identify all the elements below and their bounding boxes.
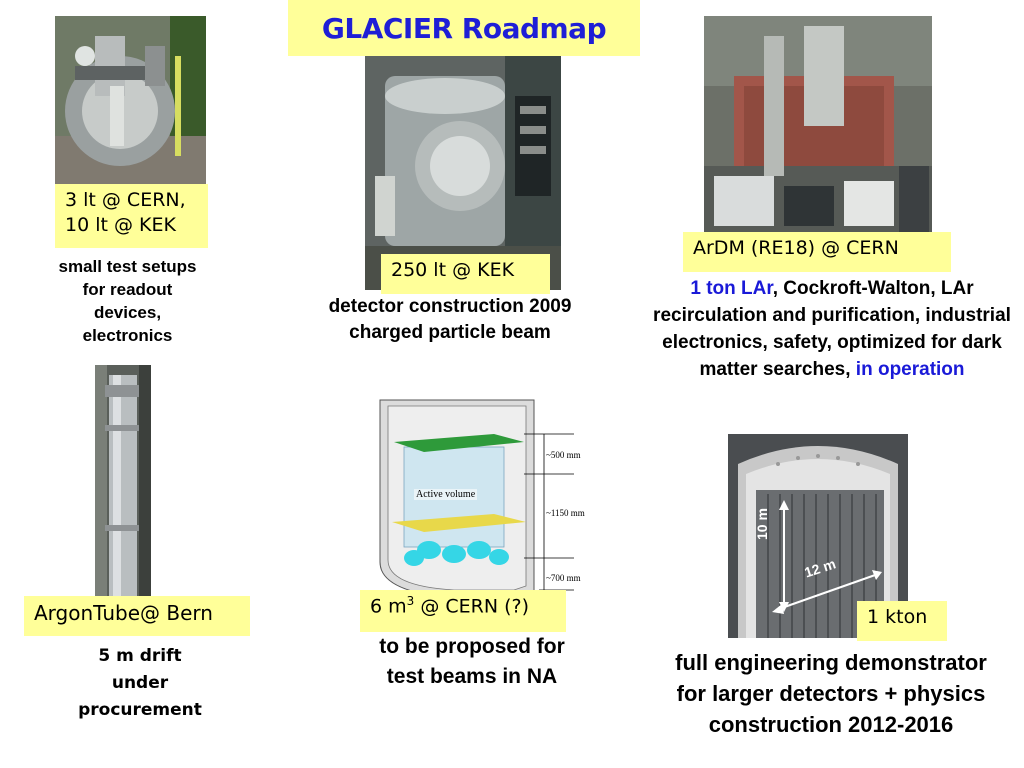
- kton-caption: full engineering demonstrator for larger…: [640, 648, 1022, 740]
- ardm-caption-highlight: 1 ton LAr: [690, 278, 773, 299]
- cern6-dim2: ~1150 mm: [546, 508, 585, 518]
- argontube-caption-line3: procurement: [78, 700, 202, 721]
- kek250-caption-line1: detector construction 2009: [328, 296, 572, 317]
- ardm-label: ArDM (RE18) @ CERN: [683, 232, 951, 272]
- argontube-label: ArgonTube@ Bern: [24, 596, 250, 636]
- argontube-caption: 5 m drift under procurement: [40, 643, 240, 725]
- argontube-caption-line1: 5 m drift: [98, 646, 182, 666]
- small-setup-label-line2: 10 lt @ KEK: [65, 213, 176, 236]
- small-setup-caption: small test setups for readout devices, e…: [20, 256, 235, 348]
- page-title: GLACIER Roadmap: [321, 11, 607, 45]
- argontube-caption-line2: under: [111, 673, 169, 694]
- cern6-caption: to be proposed for test beams in NA: [330, 632, 614, 693]
- kek250-label: 250 lt @ KEK: [381, 254, 550, 294]
- cern6-dim1: ~500 mm: [546, 450, 581, 460]
- ardm-photo: [704, 16, 932, 268]
- kton-label: 1 kton: [857, 601, 947, 641]
- small-setup-caption-line4: electronics: [82, 325, 173, 345]
- kek250-caption-line2: charged particle beam: [349, 321, 551, 343]
- cern6-caption-line2: test beams in NA: [386, 665, 558, 689]
- kton-caption-line1: full engineering demonstrator: [675, 650, 987, 675]
- ardm-caption-body: , Cockroft-Walton, LAr recirculation and…: [653, 278, 1011, 380]
- cern6-active-volume-label: Active volume: [414, 489, 478, 500]
- cern6-caption-line1: to be proposed for: [379, 635, 565, 658]
- cern6-label-suffix: @ CERN (?): [414, 595, 529, 618]
- kton-caption-line3: construction 2012-2016: [708, 711, 954, 737]
- cern6-label-sup: 3: [406, 594, 415, 608]
- small-setup-label-line1: 3 lt @ CERN,: [65, 189, 186, 211]
- ardm-label-text: ArDM (RE18) @ CERN: [693, 237, 899, 259]
- kek250-label-text: 250 lt @ KEK: [391, 259, 515, 281]
- kton-label-text: 1 kton: [867, 606, 928, 628]
- cern6-diagram: Active volume ~500 mm ~1150 mm ~700 mm: [374, 392, 594, 604]
- ardm-caption-status: in operation: [855, 358, 965, 380]
- title-box: GLACIER Roadmap: [288, 0, 640, 56]
- kton-height-label: 10 m: [754, 508, 770, 540]
- small-setup-caption-line1: small test setups: [58, 257, 197, 276]
- ardm-caption: 1 ton LAr, Cockroft-Walton, LAr recircul…: [652, 276, 1012, 384]
- small-setup-caption-line3: devices,: [93, 302, 162, 322]
- small-setup-caption-line2: for readout: [82, 279, 173, 299]
- kek250-caption: detector construction 2009 charged parti…: [300, 294, 600, 345]
- small-setup-label: 3 lt @ CERN, 10 lt @ KEK: [55, 184, 208, 248]
- argontube-label-text: ArgonTube@ Bern: [34, 601, 213, 625]
- argontube-photo: [95, 365, 151, 605]
- kton-caption-line2: for larger detectors + physics: [676, 680, 986, 706]
- cern6-label-prefix: 6 m: [370, 595, 407, 618]
- cern6-dim3: ~700 mm: [546, 573, 581, 583]
- cern6-label: 6 m3 @ CERN (?): [360, 590, 566, 632]
- small-setup-photo: [55, 16, 206, 188]
